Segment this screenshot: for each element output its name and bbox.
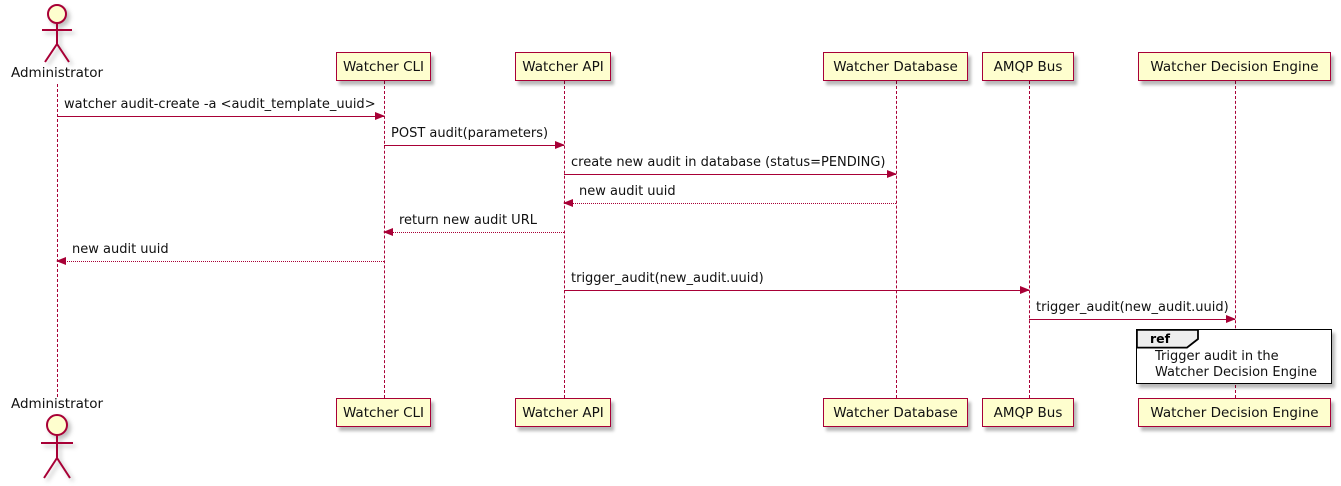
arrowhead xyxy=(383,228,393,236)
message-5: return new audit URL xyxy=(383,213,564,236)
message-line xyxy=(384,141,565,149)
message-line xyxy=(563,199,896,207)
participant-bottom-watcher-database: Watcher Database xyxy=(823,398,968,427)
message-label: watcher audit-create -a <audit_template_… xyxy=(64,97,376,112)
participant-label: Watcher CLI xyxy=(342,58,425,75)
lifeline-administrator xyxy=(57,84,58,397)
message-2: POST audit(parameters) xyxy=(384,126,565,149)
participant-top-watcher-cli: Watcher CLI xyxy=(336,52,431,81)
ref-keyword: ref xyxy=(1150,331,1171,346)
participant-top-administrator: Administrator xyxy=(10,65,104,81)
message-6: new audit uuid xyxy=(56,242,384,265)
ref-tab-icon xyxy=(1136,329,1199,349)
message-label: create new audit in database (status=PEN… xyxy=(571,155,886,170)
participant-bottom-watcher-decision-engine: Watcher Decision Engine xyxy=(1138,398,1331,427)
participant-label: Watcher API xyxy=(522,404,604,421)
participant-top-watcher-database: Watcher Database xyxy=(823,52,968,81)
participant-label: Watcher Decision Engine xyxy=(1150,58,1319,75)
participant-bottom-watcher-cli: Watcher CLI xyxy=(336,398,431,427)
participant-bottom-administrator: Administrator xyxy=(10,396,104,412)
message-label: trigger_audit(new_audit.uuid) xyxy=(571,271,764,286)
actor-icon-administrator-top xyxy=(42,4,72,63)
actor-icon-administrator-bottom xyxy=(41,414,73,479)
message-label: new audit uuid xyxy=(72,242,169,257)
participant-label: AMQP Bus xyxy=(993,58,1063,75)
message-line xyxy=(56,257,384,265)
message-line xyxy=(1029,315,1236,323)
message-3: create new audit in database (status=PEN… xyxy=(564,155,897,178)
message-line xyxy=(564,286,1030,294)
lifeline-amqp-bus xyxy=(1029,81,1030,398)
arrowhead xyxy=(375,112,385,120)
participant-label: Watcher CLI xyxy=(342,404,425,421)
participant-bottom-watcher-api: Watcher API xyxy=(515,398,611,427)
arrowhead xyxy=(887,170,897,178)
participant-label: Watcher Decision Engine xyxy=(1150,404,1319,421)
lifeline-watcher-database xyxy=(896,81,897,398)
message-4: new audit uuid xyxy=(563,184,896,207)
participant-label: Watcher API xyxy=(522,58,604,75)
arrowhead xyxy=(563,199,573,207)
arrowhead xyxy=(56,257,66,265)
lifeline-watcher-cli xyxy=(384,81,385,398)
participant-top-watcher-api: Watcher API xyxy=(515,52,611,81)
message-line xyxy=(564,170,897,178)
ref-text-line-2: Watcher Decision Engine xyxy=(1155,365,1317,380)
ref-text-line-1: Trigger audit in the xyxy=(1155,349,1279,364)
arrowhead xyxy=(1226,315,1236,323)
message-line xyxy=(383,228,564,236)
lifeline-watcher-api xyxy=(564,81,565,398)
message-line xyxy=(57,112,385,120)
arrowhead xyxy=(1020,286,1030,294)
participant-bottom-amqp-bus: AMQP Bus xyxy=(982,398,1074,427)
message-label: return new audit URL xyxy=(399,213,537,228)
message-label: POST audit(parameters) xyxy=(391,126,549,141)
message-7: trigger_audit(new_audit.uuid) xyxy=(564,271,1030,294)
participant-label: AMQP Bus xyxy=(993,404,1063,421)
lifeline-watcher-decision-engine xyxy=(1235,81,1236,398)
participant-top-watcher-decision-engine: Watcher Decision Engine xyxy=(1138,52,1331,81)
participant-label: Watcher Database xyxy=(833,58,958,75)
participant-top-amqp-bus: AMQP Bus xyxy=(982,52,1074,81)
arrowhead xyxy=(555,141,565,149)
participant-label: Watcher Database xyxy=(833,404,958,421)
message-label: new audit uuid xyxy=(579,184,676,199)
message-8: trigger_audit(new_audit.uuid) xyxy=(1029,300,1236,323)
message-1: watcher audit-create -a <audit_template_… xyxy=(57,97,385,120)
message-label: trigger_audit(new_audit.uuid) xyxy=(1036,300,1229,315)
ref-fragment: ref Trigger audit in the Watcher Decisio… xyxy=(1136,329,1332,384)
